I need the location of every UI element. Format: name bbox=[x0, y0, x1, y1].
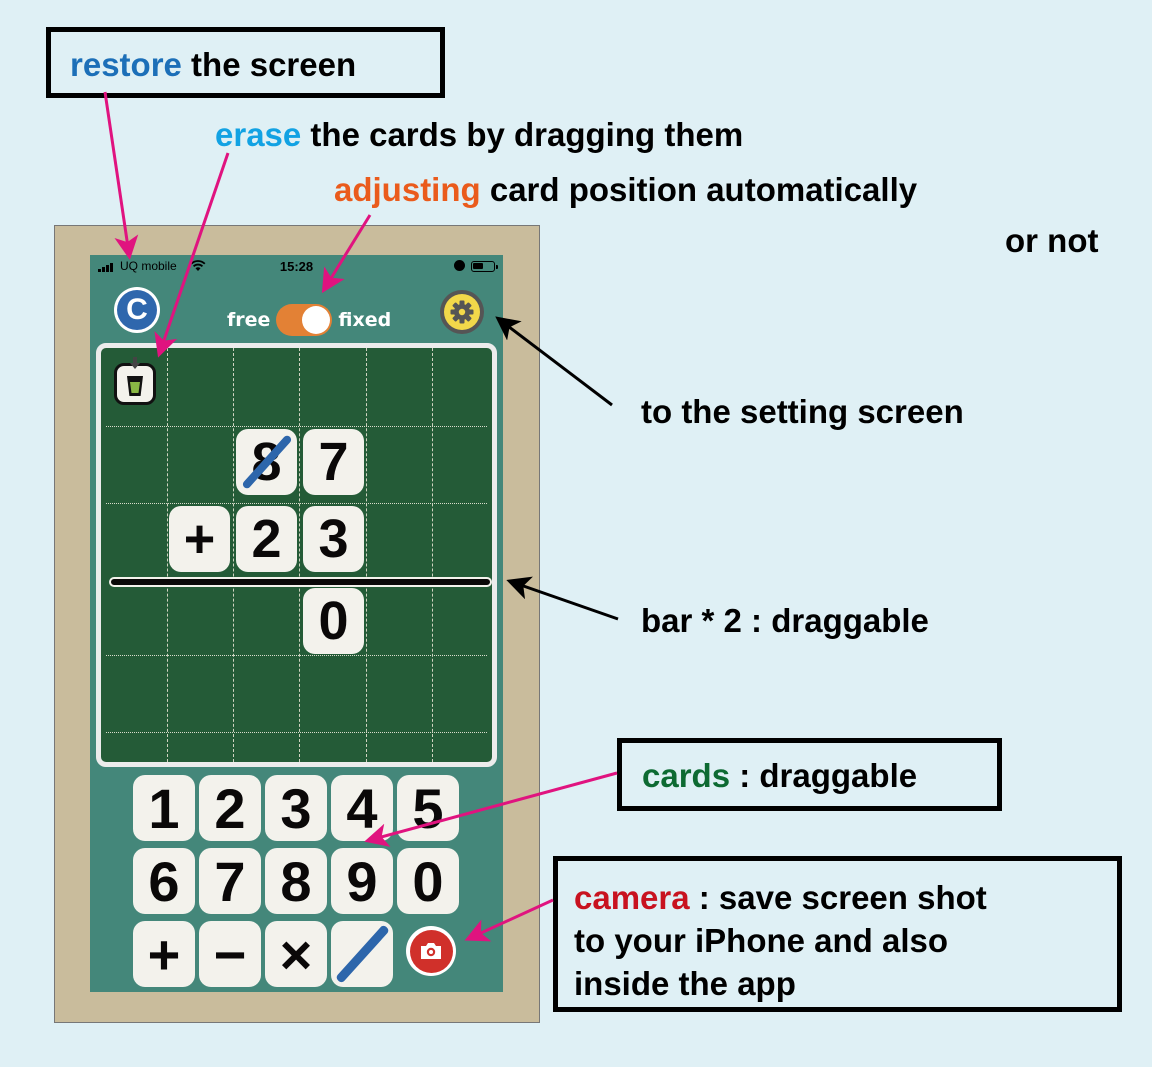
palette-card-4[interactable]: 4 bbox=[331, 775, 393, 841]
camera-annotation: camera : save screen shot to your iPhone… bbox=[553, 856, 1122, 1012]
settings-button[interactable] bbox=[440, 290, 484, 334]
sum-bar[interactable] bbox=[109, 577, 492, 587]
card-value: 7 bbox=[214, 849, 246, 913]
trash-drop-zone[interactable] bbox=[114, 357, 156, 405]
erase-highlight: erase bbox=[215, 116, 302, 153]
board-card[interactable]: 8 bbox=[236, 429, 297, 495]
restore-rest: the screen bbox=[181, 46, 357, 83]
card-value: + bbox=[147, 922, 181, 986]
board-card[interactable]: 0 bbox=[303, 588, 364, 654]
toggle-knob bbox=[302, 306, 331, 334]
slash-icon bbox=[334, 924, 390, 984]
adjusting-highlight: adjusting bbox=[334, 171, 481, 208]
palette-card-5[interactable]: 5 bbox=[397, 775, 459, 841]
palette-card-1[interactable]: 1 bbox=[133, 775, 195, 841]
camera-line3: inside the app bbox=[574, 965, 796, 1002]
restore-button[interactable]: C bbox=[114, 287, 160, 333]
card-value: 0 bbox=[318, 591, 349, 651]
camera-button[interactable] bbox=[406, 926, 456, 976]
restore-icon: C bbox=[117, 290, 157, 330]
palette-card-9[interactable]: 9 bbox=[331, 848, 393, 914]
card-value: 2 bbox=[214, 776, 246, 840]
erase-annotation: erase the cards by dragging them bbox=[215, 118, 743, 151]
card-value: 0 bbox=[412, 849, 444, 913]
app-screen: UQ mobile 15:28 C free fixed bbox=[90, 255, 503, 992]
palette-card-plus[interactable]: + bbox=[133, 921, 195, 987]
card-value: 4 bbox=[346, 776, 378, 840]
status-time: 15:28 bbox=[279, 259, 314, 274]
grid-line bbox=[233, 348, 234, 762]
battery-icon bbox=[471, 261, 498, 272]
position-mode-toggle[interactable] bbox=[276, 304, 333, 336]
palette-card-7[interactable]: 7 bbox=[199, 848, 261, 914]
chalkboard: 8 7 + 2 3 0 bbox=[96, 343, 497, 767]
adjusting-rest: card position automatically bbox=[480, 171, 918, 208]
card-value: 6 bbox=[148, 849, 180, 913]
grid-line bbox=[106, 732, 487, 733]
palette-card-6[interactable]: 6 bbox=[133, 848, 195, 914]
card-value: + bbox=[183, 509, 216, 569]
erase-rest: the cards by dragging them bbox=[301, 116, 744, 153]
restore-highlight: restore bbox=[70, 46, 182, 83]
grid-line bbox=[299, 348, 300, 762]
palette-card-minus[interactable]: − bbox=[199, 921, 261, 987]
grid-line bbox=[106, 655, 487, 656]
card-value: 3 bbox=[318, 509, 349, 569]
card-value: − bbox=[213, 922, 247, 986]
settings-annotation: to the setting screen bbox=[641, 393, 964, 430]
grid-line bbox=[432, 348, 433, 762]
palette-card-3[interactable]: 3 bbox=[265, 775, 327, 841]
trash-icon bbox=[127, 376, 143, 396]
position-mode-toggle-group: free fixed bbox=[227, 303, 391, 337]
board-card[interactable]: 3 bbox=[303, 506, 364, 572]
grid-line bbox=[167, 348, 168, 762]
board-card[interactable]: + bbox=[169, 506, 230, 572]
camera-line2: to your iPhone and also bbox=[574, 922, 949, 959]
palette-card-8[interactable]: 8 bbox=[265, 848, 327, 914]
card-value: 2 bbox=[251, 509, 282, 569]
bar-annotation: bar * 2 : draggable bbox=[641, 602, 929, 639]
palette-card-0[interactable]: 0 bbox=[397, 848, 459, 914]
gear-icon bbox=[450, 300, 474, 324]
camera-rest: : save screen shot bbox=[689, 879, 987, 916]
card-value: 3 bbox=[280, 776, 312, 840]
cards-rest: : draggable bbox=[730, 757, 918, 794]
grid-line bbox=[106, 503, 487, 504]
grid-line bbox=[106, 426, 487, 427]
toggle-label-fixed: fixed bbox=[338, 309, 392, 331]
card-value: × bbox=[279, 922, 313, 986]
adjusting-annotation-line2: or not bbox=[1005, 222, 1099, 259]
toggle-label-free: free bbox=[227, 309, 271, 331]
alarm-icon bbox=[454, 260, 465, 271]
status-bar: UQ mobile 15:28 bbox=[90, 255, 503, 277]
cards-highlight: cards bbox=[642, 757, 731, 794]
card-value: 7 bbox=[318, 432, 349, 492]
adjusting-annotation: adjusting card position automatically bbox=[334, 173, 917, 206]
palette-card-slash[interactable] bbox=[331, 921, 393, 987]
card-value: 9 bbox=[346, 849, 378, 913]
card-value: 8 bbox=[280, 849, 312, 913]
palette-card-times[interactable]: × bbox=[265, 921, 327, 987]
restore-annotation: restore the screen bbox=[46, 27, 445, 98]
board-card[interactable]: 2 bbox=[236, 506, 297, 572]
palette-card-2[interactable]: 2 bbox=[199, 775, 261, 841]
camera-highlight: camera bbox=[574, 879, 690, 916]
signal-icon bbox=[98, 263, 116, 272]
card-value: 5 bbox=[412, 776, 444, 840]
board-card[interactable]: 7 bbox=[303, 429, 364, 495]
camera-icon bbox=[421, 943, 441, 959]
grid-line bbox=[366, 348, 367, 762]
card-value: 1 bbox=[148, 776, 180, 840]
down-arrow-icon bbox=[130, 357, 140, 369]
cards-annotation: cards : draggable bbox=[617, 738, 1002, 811]
